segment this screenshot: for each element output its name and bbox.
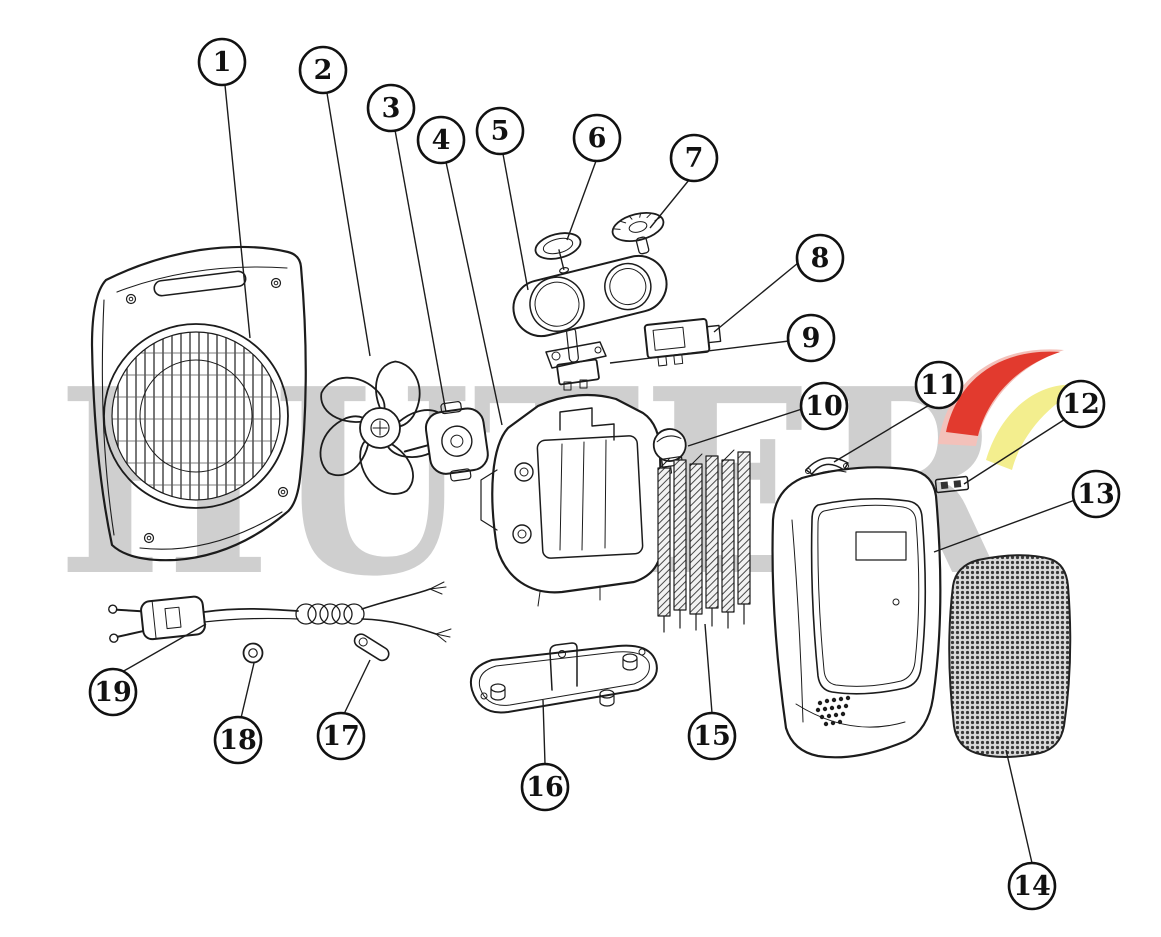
callout-8: 8 — [795, 233, 845, 283]
callout-16: 16 — [520, 762, 570, 812]
leader-line-5 — [502, 153, 529, 291]
callout-number: 4 — [432, 125, 451, 156]
callout-2: 2 — [298, 45, 348, 95]
part-motor — [403, 401, 489, 482]
leader-line-3 — [394, 129, 447, 413]
speaker-dots — [815, 695, 851, 727]
callout-1: 1 — [197, 37, 247, 87]
callout-number: 16 — [526, 772, 564, 803]
leader-line-13 — [933, 499, 1076, 553]
leader-line-17 — [343, 659, 371, 715]
leader-line-18 — [240, 662, 255, 719]
callout-number: 18 — [219, 725, 257, 756]
parts-artwork — [90, 212, 1072, 759]
leader-line-4 — [445, 161, 503, 426]
part-fan-blade — [319, 360, 450, 495]
callout-15: 15 — [687, 711, 737, 761]
leader-line-7 — [649, 179, 690, 229]
part-washer — [242, 642, 264, 664]
part-inner-housing — [480, 393, 664, 607]
leader-line-10 — [687, 408, 803, 447]
callout-10: 10 — [799, 381, 849, 431]
callout-number: 15 — [693, 721, 731, 752]
callout-number: 17 — [322, 721, 360, 752]
callout-number: 5 — [491, 116, 510, 147]
leader-line-14 — [1005, 749, 1033, 864]
callout-number: 10 — [805, 391, 843, 422]
part-front-grille — [948, 554, 1072, 758]
callout-19: 19 — [88, 667, 138, 717]
leader-line-1 — [224, 84, 251, 339]
part-switch — [643, 318, 722, 367]
part-power-cord — [108, 581, 452, 643]
part-thermostat-switch — [545, 341, 607, 391]
callout-5: 5 — [475, 106, 525, 156]
part-heating-element — [657, 449, 751, 633]
callout-18: 18 — [213, 715, 263, 765]
callout-11: 11 — [914, 360, 964, 410]
part-rear-cover — [90, 245, 307, 562]
callout-number: 6 — [588, 123, 607, 154]
callout-number: 13 — [1077, 479, 1115, 510]
callout-9: 9 — [786, 313, 836, 363]
callout-4: 4 — [416, 115, 466, 165]
leader-line-19 — [121, 623, 207, 673]
callout-12: 12 — [1056, 379, 1106, 429]
leader-line-11 — [833, 403, 932, 463]
callout-number: 19 — [94, 677, 132, 708]
callout-number: 1 — [213, 47, 232, 78]
part-cord-clamp — [353, 633, 390, 662]
part-top-plate — [512, 254, 668, 363]
callout-13: 13 — [1071, 469, 1121, 519]
callout-number: 12 — [1062, 389, 1100, 420]
callout-17: 17 — [316, 711, 366, 761]
brand-logo-swoosh — [938, 349, 1084, 470]
leader-line-2 — [326, 92, 371, 357]
callout-6: 6 — [572, 113, 622, 163]
callout-7: 7 — [669, 133, 719, 183]
callouts: 1 2 3 4 5 6 7 8 — [88, 37, 1121, 911]
leader-line-12 — [963, 415, 1071, 485]
callout-number: 11 — [920, 370, 958, 401]
part-base-plate — [470, 642, 658, 714]
part-front-cover — [771, 466, 942, 759]
leader-line-6 — [566, 160, 597, 241]
callout-number: 14 — [1013, 871, 1051, 902]
callout-14: 14 — [1007, 861, 1057, 911]
callout-number: 9 — [802, 323, 821, 354]
leader-line-9 — [609, 340, 790, 364]
leader-lines — [121, 84, 1076, 864]
leader-line-16 — [542, 699, 546, 765]
callout-number: 7 — [685, 143, 704, 174]
logo-red-band — [946, 351, 1060, 436]
leader-line-15 — [704, 623, 713, 714]
part-knob-small — [534, 232, 582, 274]
callout-number: 3 — [382, 93, 401, 124]
callout-number: 8 — [811, 243, 830, 274]
callout-3: 3 — [366, 83, 416, 133]
leader-line-8 — [713, 262, 799, 333]
callout-number: 2 — [314, 55, 333, 86]
logo-yellow-band — [986, 384, 1084, 470]
part-indicator-bracket — [934, 475, 970, 494]
